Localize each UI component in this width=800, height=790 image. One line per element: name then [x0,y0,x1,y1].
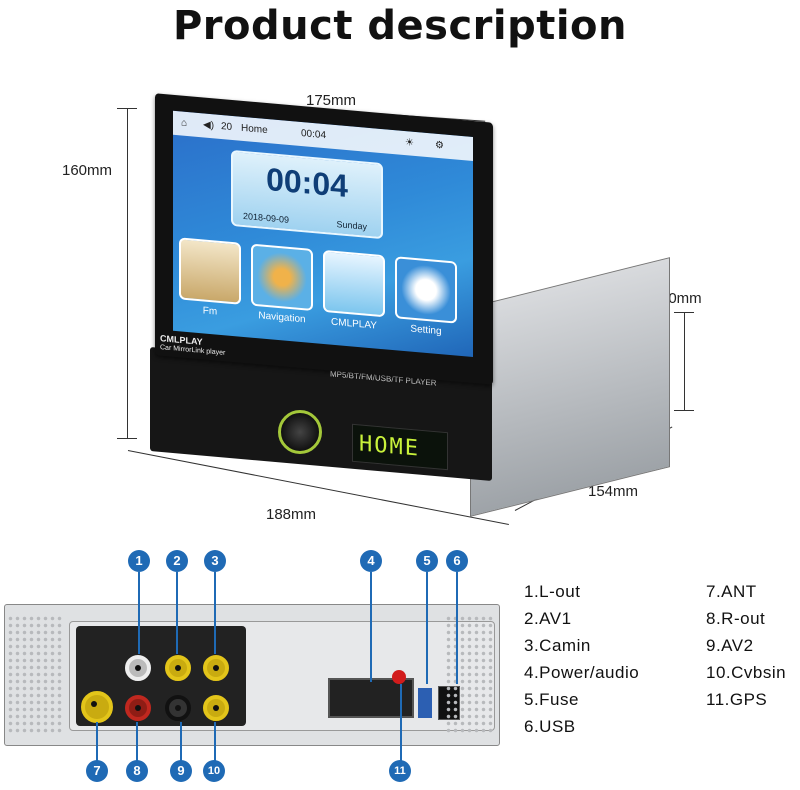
rca-cvbsin [203,695,229,721]
callout-9: 9 [170,760,192,782]
callout-lead [176,572,178,654]
callout-lead [214,722,216,762]
gear-icon: ⚙ [435,139,444,152]
legend-item: 2.AV1 [524,609,572,628]
app-cmlplay [323,249,385,318]
callout-lead [138,572,140,654]
dim-length-bottom: 154mm [588,483,639,500]
legend-item: 11.GPS [706,690,768,709]
callout-lead [426,572,428,684]
callout-lead [370,572,372,682]
rear-grill-left [7,615,63,735]
home-icon: ⌂ [181,117,188,130]
rca-camin [203,655,229,681]
legend-item: 5.Fuse [524,690,579,709]
dim-line-left [127,108,128,438]
callout-6: 6 [446,550,468,572]
legend-right: 7.ANT 8.R-out 9.AV2 10.Cvbsin 11.GPS [706,578,786,713]
callout-7: 7 [86,760,108,782]
unit-chassis [470,257,670,517]
rear-grill-right [445,615,495,735]
legend-item: 9.AV2 [706,636,754,655]
volume-knob [278,410,322,454]
callout-1: 1 [128,550,150,572]
app-fm-label: Fm [202,305,218,318]
dim-line-right [684,312,685,410]
rca-av1 [165,655,191,681]
legend-item: 10.Cvbsin [706,663,787,682]
dim-tick [117,438,137,439]
volume-icon: ◀) [203,119,215,132]
callout-4: 4 [360,550,382,572]
legend-left: 1.L-out 2.AV1 3.Camin 4.Power/audio 5.Fu… [524,578,639,740]
callout-lead [136,722,138,762]
status-volume: 20 [221,120,233,133]
callout-11: 11 [389,760,411,782]
page-title: Product description [172,3,628,49]
clock-day: Sunday [336,219,367,232]
legend-item: 6.USB [524,717,576,736]
dim-depth-right: 50mm [660,290,702,307]
app-navigation-label: Navigation [258,310,306,326]
dim-height-left: 160mm [62,162,113,179]
brightness-icon: ☀ [405,137,414,149]
status-home: Home [241,122,268,137]
gps-port [392,670,406,684]
dim-width-bottom: 188mm [266,506,317,523]
callout-8: 8 [126,760,148,782]
app-cmlplay-label: CMLPLAY [331,316,377,332]
callout-lead [214,572,216,654]
app-fm [179,237,241,305]
rca-av2 [165,695,191,721]
status-bar: ⌂ ◀) 20 Home 00:04 ☀ ⚙ [173,110,473,162]
legend-item: 4.Power/audio [524,663,640,682]
legend-item: 1.L-out [524,582,581,601]
callout-lead [456,572,458,684]
status-time: 00:04 [301,127,327,142]
dim-tick [674,410,694,411]
dim-tick [117,108,137,109]
app-navigation [251,243,313,312]
dim-tick [674,312,694,313]
lcd-text: HOME [359,431,420,462]
rca-ant [81,691,113,723]
legend-item: 7.ANT [706,582,757,601]
legend-item: 8.R-out [706,609,766,628]
touch-screen: ⌂ ◀) 20 Home 00:04 ☀ ⚙ 00:04 2018-09-09 … [173,110,473,358]
rca-r-out [125,695,151,721]
rca-l-out [125,655,151,681]
callout-5: 5 [416,550,438,572]
callout-lead [96,722,98,762]
callout-2: 2 [166,550,188,572]
dim-width-top: 175mm [306,92,357,109]
clock-date: 2018-09-09 [243,210,290,225]
callout-10: 10 [203,760,225,782]
app-setting-label: Setting [410,323,442,338]
legend-item: 3.Camin [524,636,591,655]
callout-3: 3 [204,550,226,572]
callout-lead [400,684,402,762]
callout-lead [180,722,182,762]
clock-time: 00:04 [266,160,348,205]
clock-widget: 00:04 2018-09-09 Sunday [231,149,383,240]
app-setting [395,256,457,324]
fuse [418,688,432,718]
